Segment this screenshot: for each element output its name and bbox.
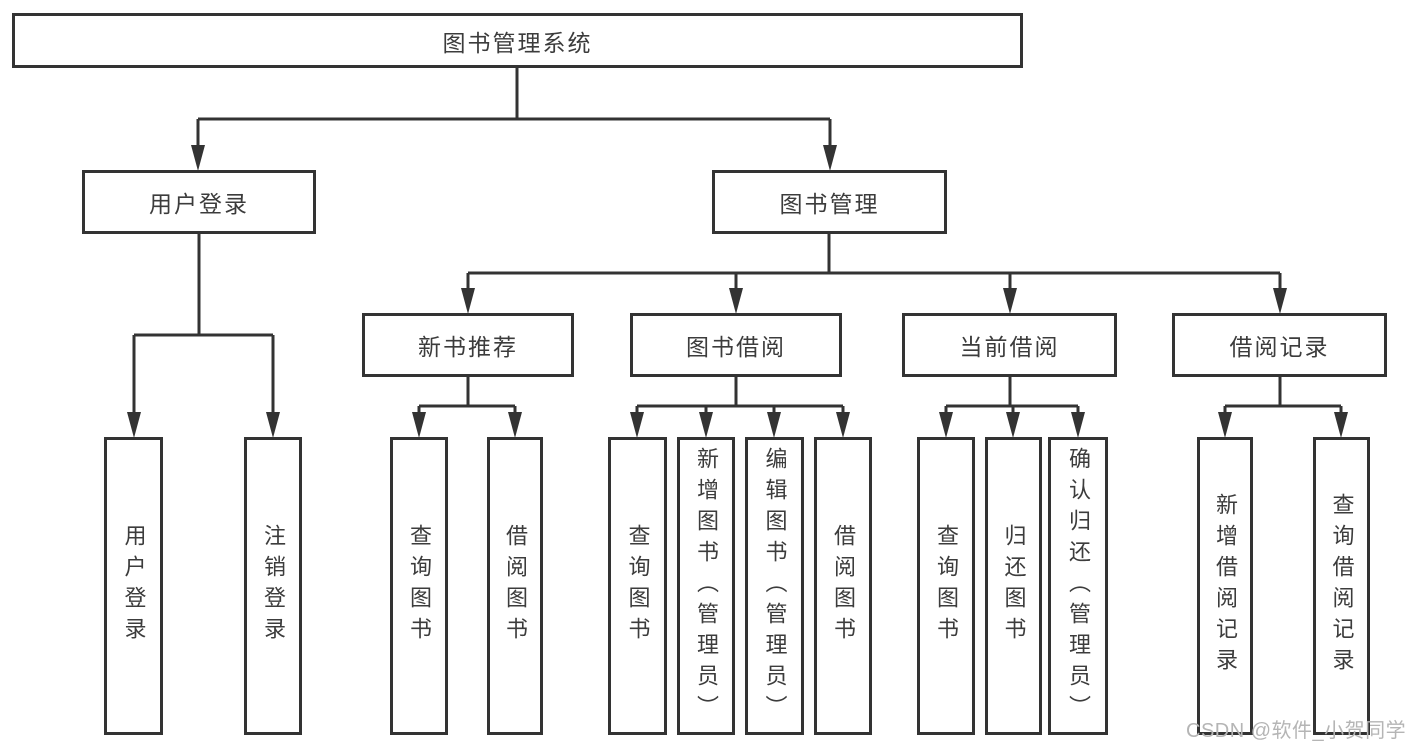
edges-book-borrowing bbox=[630, 377, 850, 438]
node-new-book-recommend: 新书推荐 bbox=[362, 313, 574, 377]
node-login-label: 用户登录 bbox=[121, 524, 147, 648]
edges-borrowing-records bbox=[1218, 377, 1348, 438]
arrowhead bbox=[699, 412, 713, 438]
edges-user-login bbox=[127, 234, 280, 438]
node-confirm-return-admin: 确认归还（管理员） bbox=[1048, 437, 1108, 735]
node-login: 用户登录 bbox=[104, 437, 163, 735]
node-add-books-admin: 新增图书（管理员） bbox=[677, 437, 735, 735]
arrowhead bbox=[266, 412, 280, 438]
node-edit-books-admin: 编辑图书（管理员） bbox=[745, 437, 804, 735]
node-label: 查询图书 bbox=[407, 524, 432, 648]
edges-root bbox=[191, 68, 837, 171]
node-add-borrow-record: 新增借阅记录 bbox=[1197, 437, 1253, 735]
node-label: 查询借阅记录 bbox=[1329, 493, 1355, 679]
node-label: 借阅图书 bbox=[503, 524, 528, 648]
node-label: 查询图书 bbox=[625, 524, 651, 648]
node-query-borrow-record: 查询借阅记录 bbox=[1313, 437, 1370, 735]
node-label: 确认归还（管理员） bbox=[1066, 446, 1091, 726]
edges-book-management bbox=[461, 234, 1287, 314]
node-root: 图书管理系统 bbox=[12, 13, 1023, 68]
arrowhead bbox=[461, 288, 475, 314]
node-label: 借阅图书 bbox=[831, 524, 856, 648]
arrowhead bbox=[1218, 412, 1232, 438]
node-label: 查询图书 bbox=[934, 524, 959, 648]
edges-current-borrowing bbox=[939, 377, 1085, 438]
arrowhead bbox=[767, 412, 781, 438]
arrowhead bbox=[939, 412, 953, 438]
node-label: 新增借阅记录 bbox=[1213, 493, 1238, 679]
node-query-books-recommend: 查询图书 bbox=[390, 437, 448, 735]
arrowhead bbox=[729, 288, 743, 314]
arrowhead bbox=[823, 145, 837, 171]
node-book-borrowing: 图书借阅 bbox=[630, 313, 842, 377]
csdn-watermark: CSDN @软件_小贺同学 bbox=[1186, 720, 1405, 742]
node-logout: 注销登录 bbox=[244, 437, 302, 735]
arrowhead bbox=[508, 412, 522, 438]
node-label: 新增图书（管理员） bbox=[694, 446, 719, 726]
arrowhead bbox=[1006, 412, 1020, 438]
node-borrow-books-recommend: 借阅图书 bbox=[487, 437, 543, 735]
node-borrowing-records: 借阅记录 bbox=[1172, 313, 1387, 377]
node-borrow-books-borrowing: 借阅图书 bbox=[814, 437, 872, 735]
arrowhead bbox=[630, 412, 644, 438]
arrowhead bbox=[1071, 412, 1085, 438]
arrowhead bbox=[191, 145, 205, 171]
node-logout-label: 注销登录 bbox=[261, 524, 286, 648]
arrowhead bbox=[1273, 288, 1287, 314]
node-return-books: 归还图书 bbox=[985, 437, 1042, 735]
node-label: 归还图书 bbox=[1001, 524, 1027, 648]
node-query-books-borrowing: 查询图书 bbox=[608, 437, 667, 735]
arrowhead bbox=[1003, 288, 1017, 314]
edges-new-book-recommend bbox=[412, 377, 522, 438]
node-user-login: 用户登录 bbox=[82, 170, 316, 234]
node-label: 编辑图书（管理员） bbox=[762, 446, 788, 726]
node-current-borrowing: 当前借阅 bbox=[902, 313, 1117, 377]
arrowhead bbox=[127, 412, 141, 438]
arrowhead bbox=[412, 412, 426, 438]
node-query-books-current: 查询图书 bbox=[917, 437, 975, 735]
arrowhead bbox=[836, 412, 850, 438]
node-book-management: 图书管理 bbox=[712, 170, 947, 234]
arrowhead bbox=[1334, 412, 1348, 438]
